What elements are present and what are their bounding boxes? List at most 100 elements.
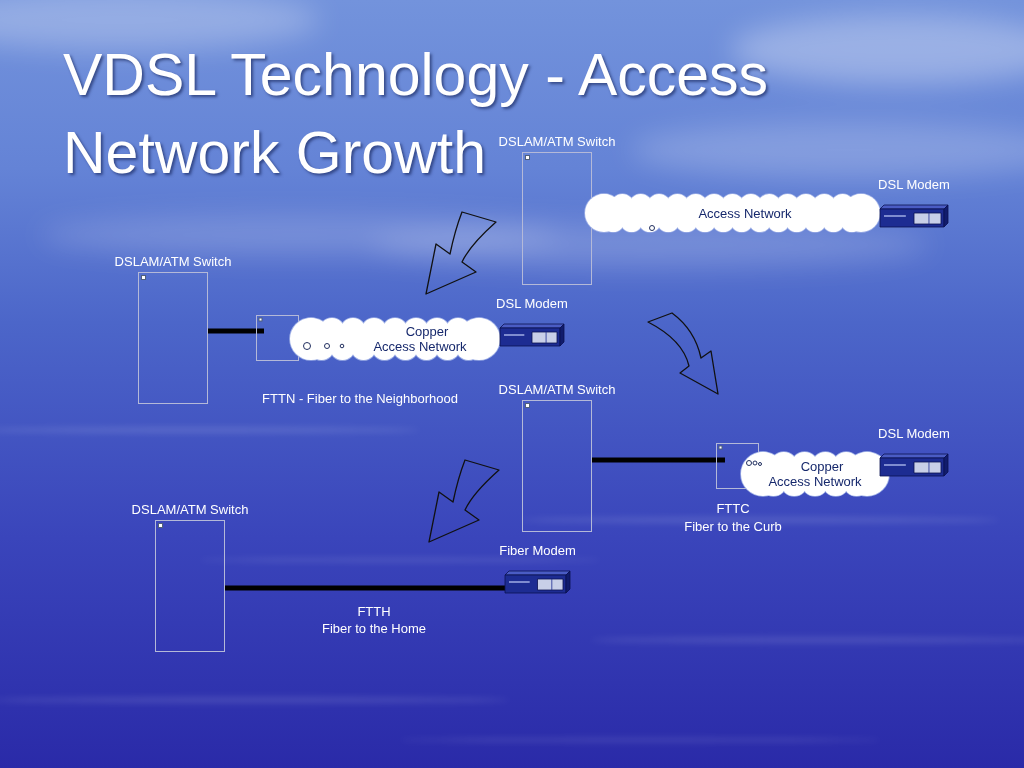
switch-outline <box>138 272 208 404</box>
network-cloud: Copper Access Network <box>264 318 500 360</box>
thought-bubble <box>759 463 762 466</box>
fiber-link <box>225 586 505 591</box>
modem-graphic <box>505 571 570 593</box>
modem-panel-divider <box>551 579 552 590</box>
transition-arrows <box>426 212 718 542</box>
modem-top <box>880 454 948 458</box>
cloud-label: Copper Access Network <box>767 459 863 489</box>
modem-front <box>500 328 560 346</box>
thought-bubbles <box>650 226 655 231</box>
modem-panel-divider <box>928 213 929 224</box>
thought-bubble <box>747 461 752 466</box>
modem-label: DSL Modem <box>878 425 950 442</box>
modem-panel-divider <box>546 332 547 343</box>
haze-cloud <box>730 15 1024 85</box>
modem-label: DSL Modem <box>878 176 950 193</box>
corner-mark <box>259 318 262 321</box>
thought-bubble <box>325 344 330 349</box>
cloud-outline <box>290 318 500 360</box>
switch-box: DSLAM/ATM Switch <box>498 381 617 532</box>
network-type-label: FTTH <box>357 603 390 620</box>
water-streak <box>0 427 420 433</box>
modem-device: DSL Modem <box>495 295 569 346</box>
modem-outline <box>880 454 948 476</box>
switch-outline <box>155 520 225 652</box>
network-cloud: Copper Access Network <box>725 452 889 496</box>
modem-side <box>560 324 564 346</box>
switch-outline <box>522 400 592 532</box>
cloud-label: Copper Access Network <box>372 324 468 354</box>
cloud-text-block: Copper Access Network <box>767 459 863 489</box>
curved-arrow <box>648 313 718 394</box>
modem-label: Fiber Modem <box>499 542 576 559</box>
thought-bubbles <box>747 461 762 466</box>
water-streak <box>200 558 600 562</box>
switch-box: DSLAM/ATM Switch <box>131 501 250 652</box>
water-streak <box>590 637 1024 643</box>
modem-top <box>505 571 570 575</box>
cloud-fill <box>290 318 500 360</box>
cloud-text-block: Access Network <box>698 206 791 221</box>
modem-outline <box>500 324 564 346</box>
water-streaks <box>0 427 1024 742</box>
modem-front <box>505 575 566 593</box>
modem-front <box>880 209 944 227</box>
fiber-link <box>592 458 725 463</box>
cloud-outline <box>585 194 880 232</box>
thought-bubble <box>340 344 344 348</box>
cloud-fill <box>585 194 880 232</box>
network-type-label: Fiber to the Home <box>322 620 426 637</box>
modem-front <box>880 458 944 476</box>
modem-graphic <box>880 205 948 227</box>
corner-mark <box>158 523 163 528</box>
switch-label: DSLAM/ATM Switch <box>499 381 616 398</box>
water-streak <box>0 697 510 703</box>
modem-side <box>944 454 948 476</box>
modem-device: DSL Modem <box>877 425 951 476</box>
curved-arrow <box>426 212 496 294</box>
modem-graphic <box>500 324 564 346</box>
cloud-outline <box>741 452 889 496</box>
fiber-link <box>208 329 264 334</box>
modem-slot <box>884 215 906 217</box>
haze-cloud <box>630 122 1024 178</box>
switch-label: DSLAM/ATM Switch <box>132 501 249 518</box>
modem-side <box>944 205 948 227</box>
network-type-label: FTTN - Fiber to the Neighborhood <box>262 390 458 407</box>
network-cloud: Access Network <box>585 194 880 232</box>
corner-mark <box>719 446 722 449</box>
corner-mark <box>525 403 530 408</box>
modem-outline <box>505 571 570 593</box>
connector-group <box>208 331 725 588</box>
curved-arrow <box>429 460 499 542</box>
modem-graphic <box>880 454 948 476</box>
slide-title: VDSL Technology - Access Network Growth <box>63 36 793 192</box>
modem-device: DSL Modem <box>877 176 951 227</box>
modem-panel <box>538 579 564 590</box>
modem-panel <box>532 332 557 343</box>
modem-side <box>566 571 570 593</box>
modem-top <box>880 205 948 209</box>
water-streak <box>400 738 880 742</box>
cloud-label: Access Network <box>698 206 791 221</box>
switch-outline <box>522 152 592 285</box>
modem-top <box>500 324 564 328</box>
network-type-label: FTTC <box>716 500 749 517</box>
switch-box: DSLAM/ATM Switch <box>114 253 233 404</box>
modem-panel-divider <box>928 462 929 473</box>
sky-haze <box>0 0 1024 267</box>
modem-outline <box>880 205 948 227</box>
modem-label: DSL Modem <box>496 295 568 312</box>
corner-mark <box>141 275 146 280</box>
modem-slot <box>504 334 524 336</box>
cloud-fill <box>741 452 889 496</box>
network-type-label: Fiber to the Curb <box>684 518 782 535</box>
thought-bubble <box>753 461 757 465</box>
switch-label: DSLAM/ATM Switch <box>499 133 616 150</box>
corner-mark <box>525 155 530 160</box>
switch-label: DSLAM/ATM Switch <box>115 253 232 270</box>
thought-bubble <box>650 226 655 231</box>
cloud-core <box>604 205 861 220</box>
